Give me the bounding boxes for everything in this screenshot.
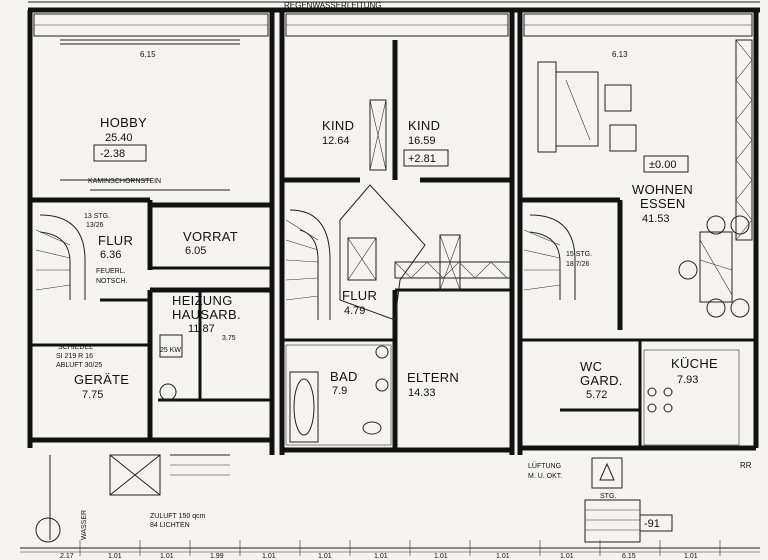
stg-label: STG. bbox=[600, 493, 616, 500]
zuluft-line2: 84 LICHTEN bbox=[150, 522, 190, 529]
rr-label: RR bbox=[740, 461, 752, 470]
dim-6: 1.01 bbox=[374, 553, 388, 560]
room-kind2-level: +2.81 bbox=[408, 153, 436, 165]
wasser-label: WASSER bbox=[81, 510, 88, 540]
room-wohnen-name: WOHNEN bbox=[632, 182, 693, 197]
room-essen-name: ESSEN bbox=[640, 196, 686, 211]
room-flur-left-name: FLUR bbox=[98, 233, 133, 248]
room-flur-left-area: 6.36 bbox=[100, 249, 121, 261]
room-geraete-name: GERÄTE bbox=[74, 372, 129, 387]
room-eltern-area: 14.33 bbox=[408, 387, 436, 399]
rainwater-pipe-label: REGENWASSERLEITUNG bbox=[284, 1, 382, 10]
dim-left: 6.15 bbox=[140, 50, 156, 59]
room-kind1-name: KIND bbox=[322, 118, 354, 133]
room-wc-name: WC bbox=[580, 359, 602, 374]
schiedel-line3: ABLUFT 30/25 bbox=[56, 362, 102, 369]
dim-right: 6.13 bbox=[612, 50, 628, 59]
details bbox=[20, 13, 760, 556]
room-hobby-level: -2.38 bbox=[100, 148, 125, 160]
dimension-ticks bbox=[79, 540, 721, 556]
walls bbox=[27, 1, 760, 455]
schiedel-line2: SI 219 R 16 bbox=[56, 353, 93, 360]
room-heizung-sub: 3.75 bbox=[222, 335, 236, 342]
dim-3: 1.99 bbox=[210, 553, 224, 560]
room-hobby-area: 25.40 bbox=[105, 132, 133, 144]
room-bad-name: BAD bbox=[330, 369, 358, 384]
room-hausarb-name: HAUSARB. bbox=[172, 307, 241, 322]
room-hobby-name: HOBBY bbox=[100, 115, 147, 130]
fire-door-line2: NOTSCH. bbox=[96, 278, 128, 285]
dim-8: 1.01 bbox=[496, 553, 510, 560]
room-eltern-name: ELTERN bbox=[407, 370, 459, 385]
labels: REGENWASSERLEITUNG 6.15 6.13 HOBBY 25.40… bbox=[56, 1, 752, 560]
stairs-right-ratio: 18.7/26 bbox=[566, 261, 589, 268]
room-vorrat-area: 6.05 bbox=[185, 245, 206, 257]
dim-5: 1.01 bbox=[318, 553, 332, 560]
lueftung-line2: M. U. OKT. bbox=[528, 473, 562, 480]
dim-1: 1.01 bbox=[108, 553, 122, 560]
room-heizung-area: 11.87 bbox=[188, 323, 215, 335]
chimney-label: KAMINSCHORNSTEIN bbox=[88, 178, 161, 185]
dim-4: 1.01 bbox=[262, 553, 276, 560]
room-flur-mid-area: 4.79 bbox=[344, 305, 365, 317]
dim-0: 2.17 bbox=[60, 553, 74, 560]
room-bad-area: 7.9 bbox=[332, 385, 347, 397]
room-wohnen-area: 41.53 bbox=[642, 213, 670, 225]
room-heizung-name: HEIZUNG bbox=[172, 293, 233, 308]
dim-7: 1.01 bbox=[434, 553, 448, 560]
outside-level: -91 bbox=[644, 518, 660, 530]
room-kueche-name: KÜCHE bbox=[671, 356, 718, 371]
boiler-kw: 25 KW bbox=[160, 347, 181, 354]
room-kind2-area: 16.59 bbox=[408, 135, 436, 147]
lueftung-line1: LÜFTUNG bbox=[528, 462, 561, 470]
room-kind2-name: KIND bbox=[408, 118, 440, 133]
room-geraete-area: 7.75 bbox=[82, 389, 103, 401]
room-vorrat-name: VORRAT bbox=[183, 229, 238, 244]
schiedel-line1: SCHIEDEL bbox=[58, 344, 93, 351]
zuluft-line1: ZULUFT 150 qcm bbox=[150, 513, 206, 520]
stairs-left-ratio: 13/26 bbox=[86, 222, 104, 229]
stairs-right-count: 15 STG. bbox=[566, 251, 592, 258]
dim-11: 1.01 bbox=[684, 553, 698, 560]
room-wohnen-level: ±0.00 bbox=[649, 159, 676, 171]
dim-9: 1.01 bbox=[560, 553, 574, 560]
dim-10: 6.15 bbox=[622, 553, 636, 560]
room-gard-name: GARD. bbox=[580, 373, 623, 388]
stairs-left-count: 13 STG. bbox=[84, 213, 110, 220]
room-kueche-area: 7.93 bbox=[677, 374, 698, 386]
dim-2: 1.01 bbox=[160, 553, 174, 560]
room-wc-area: 5.72 bbox=[586, 389, 607, 401]
room-flur-mid-name: FLUR bbox=[342, 288, 377, 303]
room-kind1-area: 12.64 bbox=[322, 135, 350, 147]
fire-door-line1: FEUERL. bbox=[96, 268, 126, 275]
